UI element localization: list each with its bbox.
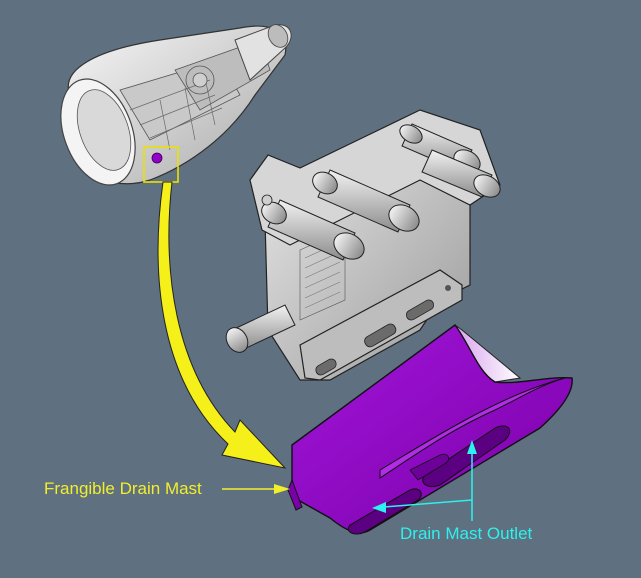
drain-mast-icon <box>287 324 573 535</box>
engine-nacelle-icon <box>60 24 292 186</box>
frangible-callout-arrow <box>222 484 290 494</box>
drain-mast-outlet-label: Drain Mast Outlet <box>400 524 533 543</box>
outlet-callout-arrows <box>372 440 477 521</box>
drain-manifold-housing-icon <box>225 109 501 381</box>
frangible-drain-mast-label: Frangible Drain Mast <box>44 479 202 498</box>
curved-arrow-icon <box>157 181 287 469</box>
